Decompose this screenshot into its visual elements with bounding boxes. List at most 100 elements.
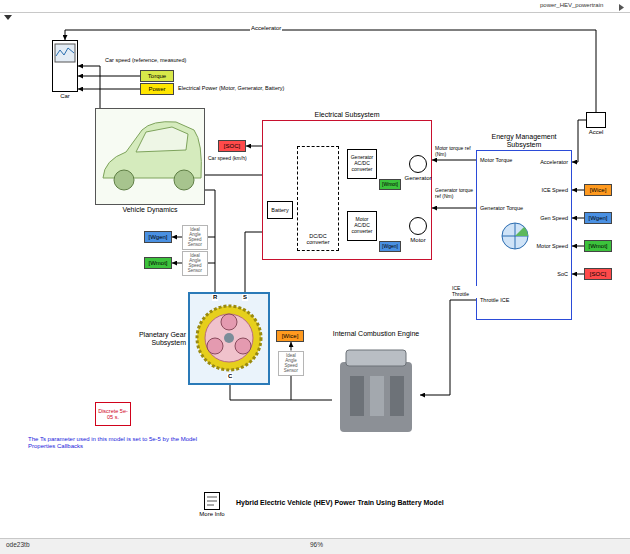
- block-label: Internal Combustion Engine: [326, 330, 426, 338]
- ems-sector: [515, 227, 528, 236]
- block-label: Electrical Subsystem: [315, 111, 380, 119]
- goto-tag: Torque: [140, 70, 174, 82]
- goto-tag: [Wgen]: [144, 231, 172, 243]
- block-label: Generator: [404, 175, 431, 182]
- signal-line: [78, 76, 140, 77]
- block-label: [Wmot]: [381, 182, 399, 188]
- signal-label: Car speed (reference, measured): [104, 57, 187, 63]
- car-window: [136, 127, 188, 152]
- ems-symbol: [502, 223, 528, 249]
- subsystem-block: Planetary Gear SubsystemRSC: [188, 292, 270, 385]
- block-label: DC/DC converter: [298, 233, 338, 246]
- port-label: Motor Torque: [480, 157, 512, 163]
- scope-trace: [56, 48, 74, 56]
- signal-label: Electrical Power (Motor, Generator, Batt…: [178, 85, 284, 91]
- block-label: [Wgen]: [381, 244, 399, 250]
- block-label: [Wgen]: [147, 234, 168, 241]
- diagram-title: Hybrid Electric Vehicle (HEV) Power Trai…: [236, 499, 444, 507]
- block-label: Vehicle Dynamics: [122, 206, 177, 214]
- block-label: Torque: [147, 73, 167, 80]
- signal-line: [78, 89, 140, 90]
- info-icon-line: [207, 505, 214, 506]
- engine-detail: [390, 376, 404, 416]
- source-block: Accel: [586, 112, 606, 128]
- sun-gear: [224, 333, 234, 343]
- car-illustration: [96, 109, 204, 204]
- signal-line: [172, 237, 182, 238]
- port-label: Generator Torque: [480, 205, 523, 211]
- signal-line: [65, 30, 596, 112]
- circle-outline: [409, 217, 427, 235]
- signal-line: [246, 146, 262, 147]
- machine-circle: Motor: [409, 217, 427, 235]
- signal-line: [572, 246, 584, 247]
- goto-tag: [SOC]: [218, 140, 246, 152]
- signal-line: [420, 300, 476, 395]
- port-label: SoC: [557, 271, 568, 277]
- engine-detail: [350, 376, 364, 416]
- speed-sensor: Ideal Angle Speed Sensor: [182, 225, 208, 250]
- signal-line: [78, 66, 100, 108]
- goto-tag: [Wice]: [276, 330, 304, 342]
- block-label: Ideal Angle Speed Sensor: [183, 253, 207, 274]
- block-label: [Wice]: [281, 333, 300, 340]
- planet-gear: [221, 314, 237, 330]
- solver-block: Discrete 5e-05 s.: [95, 402, 131, 426]
- sensor-wire: [208, 263, 215, 264]
- block-label: Battery: [270, 207, 289, 213]
- info-icon-line: [207, 497, 217, 498]
- status-rule: [0, 538, 630, 539]
- physical-connection: [230, 385, 332, 400]
- signal-label: Accelerator: [250, 25, 282, 32]
- zoom-level: 96%: [310, 541, 323, 548]
- from-tag: [SOC]: [584, 268, 612, 280]
- planetary-gear-illustration: [190, 294, 268, 383]
- port-label: C: [227, 373, 233, 380]
- signal-label: Generator torque ref (Nm): [434, 188, 476, 200]
- block-label: Motor: [410, 237, 425, 244]
- goto-tag: Power: [140, 83, 174, 95]
- block-label: [Wice]: [589, 187, 608, 194]
- block-label: Energy Management Subsystem: [474, 133, 574, 149]
- port-label: ICE Speed: [541, 187, 568, 193]
- car-wheel: [114, 170, 134, 190]
- block-label: [SOC]: [223, 143, 241, 150]
- from-tag: [Wgen]: [584, 212, 612, 224]
- block-label: Ideal Angle Speed Sensor: [183, 227, 207, 248]
- machine-circle: Generator: [409, 155, 427, 173]
- solver-name: ode23tb: [6, 541, 30, 548]
- goto-tag: [Wmot]: [144, 257, 172, 269]
- converter-block: Generator AC/DC converter: [347, 149, 377, 179]
- car-wheel: [174, 170, 194, 190]
- speed-sensor: Ideal Angle Speed Sensor: [278, 351, 304, 376]
- status-bar: [0, 538, 630, 554]
- info-icon-line: [207, 501, 217, 502]
- engine-illustration: [340, 350, 412, 432]
- battery-block: Battery: [267, 201, 293, 219]
- engine-head: [346, 350, 406, 366]
- block-label: Discrete 5e-05 s.: [96, 408, 130, 421]
- carrier: [205, 314, 253, 362]
- signal-label: Motor torque ref (Nm): [434, 146, 476, 158]
- block-label: Ideal Angle Speed Sensor: [279, 353, 303, 374]
- port-label: Accelerator: [540, 159, 568, 165]
- block-label: Motor AC/DC converter: [348, 217, 376, 234]
- signal-label: ICE Throttle: [451, 286, 477, 298]
- signal-line: [432, 208, 476, 209]
- car-backdrop: [96, 109, 204, 204]
- signal-line: [432, 160, 476, 161]
- subsystem-block: Electrical SubsystemBatteryDC/DC convert…: [262, 120, 432, 260]
- info-block: More Info: [204, 492, 220, 510]
- circle-outline: [409, 155, 427, 173]
- toolbar-band: [0, 0, 630, 12]
- block-label: [SOC]: [589, 271, 607, 278]
- port-label: Car speed (km/h): [208, 156, 247, 162]
- port-label: R: [212, 294, 218, 301]
- menu-chevron: [4, 15, 12, 20]
- block-label: [Wmot]: [148, 260, 169, 267]
- planet-gear: [235, 338, 251, 354]
- from-tag: [Wgen]: [379, 241, 401, 252]
